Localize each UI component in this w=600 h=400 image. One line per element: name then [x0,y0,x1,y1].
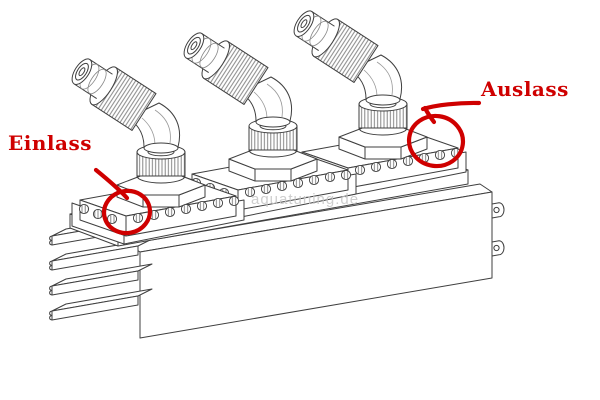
inlet-annotation-arrow [93,167,130,201]
heatsink-slab [127,183,505,339]
outlet-label: Auslass [481,77,569,101]
outlet-annotation [406,100,482,169]
inlet-annotation [93,167,153,236]
inlet-annotation-circle [101,188,153,236]
outlet-annotation-circle [406,113,466,169]
watermark-text: aquatuning.de [251,191,360,208]
outlet-annotation-line [420,100,482,112]
inlet-label: Einlass [8,131,92,155]
